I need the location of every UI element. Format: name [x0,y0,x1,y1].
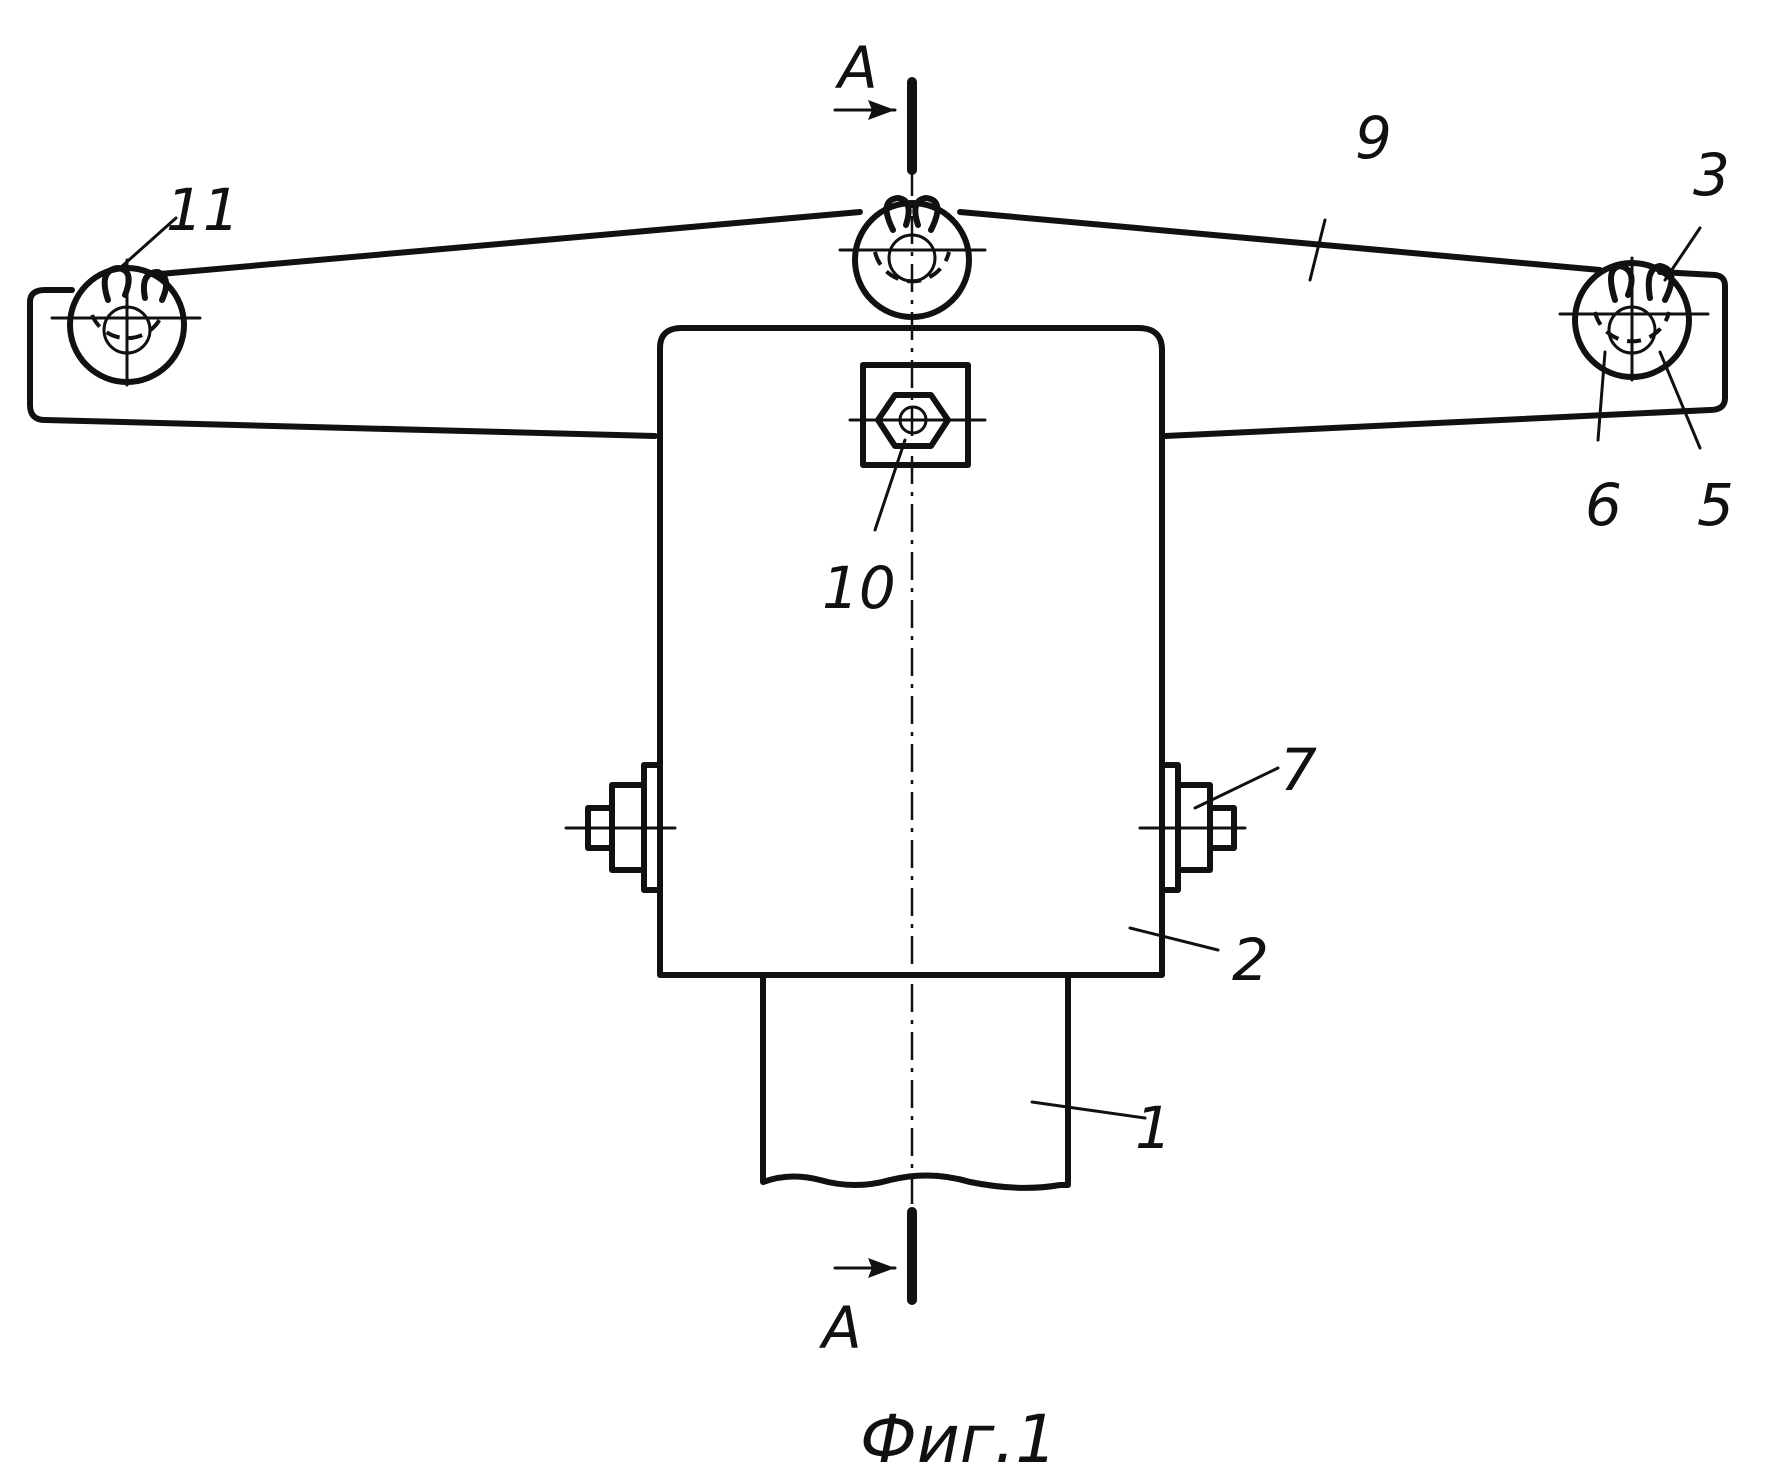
pipe-1 [763,975,1068,1188]
section-marker-top: A [834,34,912,170]
nut-10 [850,365,985,465]
label-1: 1 [1135,1094,1172,1162]
arm-9 [30,212,1725,436]
label-11: 11 [166,176,240,244]
label-2: 2 [1232,926,1269,994]
pin-housing-left [52,260,200,385]
pin-housing-center [840,198,985,317]
section-label-bottom: A [818,1294,862,1362]
label-7: 7 [1280,736,1317,804]
label-5: 5 [1697,471,1734,539]
bolt-right [1140,765,1245,890]
section-label-top: A [834,34,878,102]
label-6: 6 [1585,471,1622,539]
leader-lines [120,218,1700,1118]
section-marker-bottom: A [818,1212,912,1362]
bolt-left [566,765,675,890]
label-9: 9 [1355,104,1392,172]
label-10: 10 [822,554,896,622]
figure-caption: Фиг.1 [860,1401,1057,1476]
label-3: 3 [1693,141,1730,209]
